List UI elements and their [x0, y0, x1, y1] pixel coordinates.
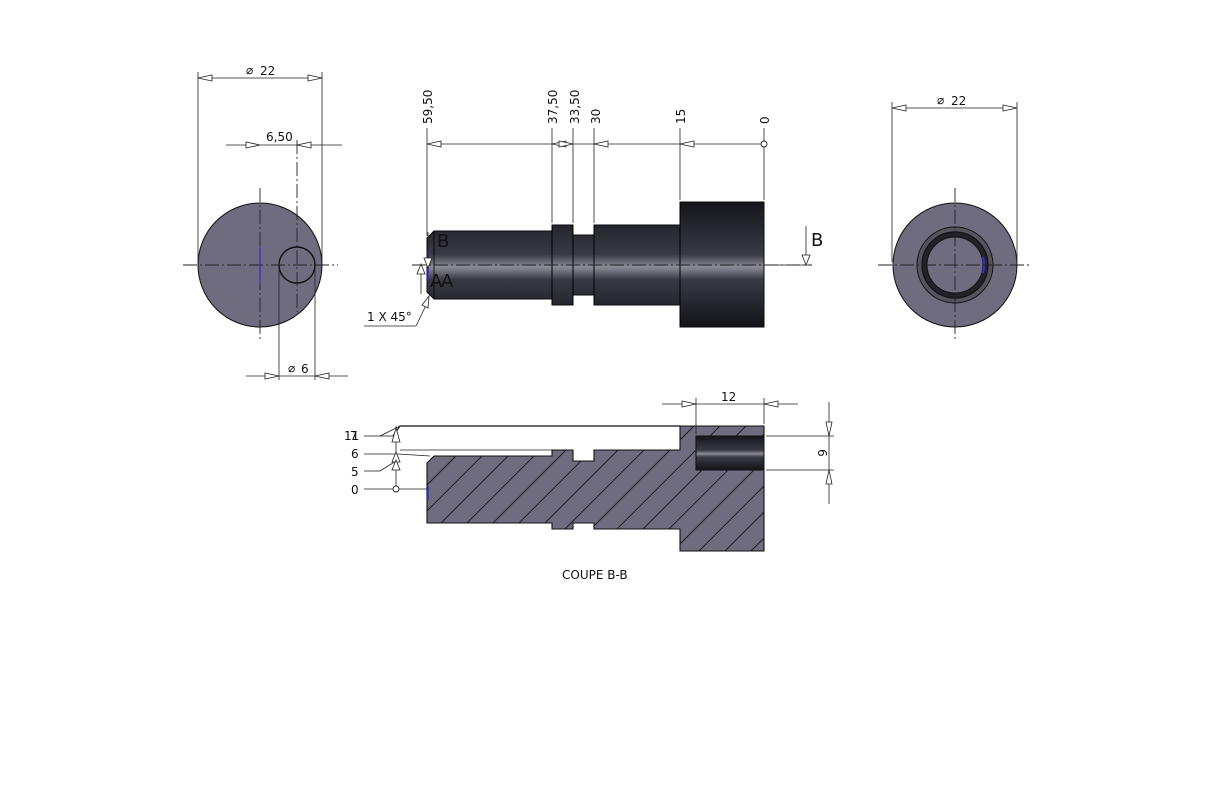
section-label-right: B [811, 230, 823, 251]
left-view: ⌀ 22 6,50 ⌀ 6 [183, 63, 348, 380]
datum-label-1: A [430, 271, 443, 292]
front-view: 59,50 37,50 33,50 30 15 0 B B A A 1 X 45… [364, 90, 823, 328]
right-dia-symbol: ⌀ [937, 93, 944, 107]
hatch-line [794, 420, 934, 560]
hatch-line [689, 426, 764, 551]
sec-ord-7: 7 [350, 429, 358, 443]
chamfer-callout: 1 X 45° [367, 310, 412, 324]
left-dia-symbol: ⌀ [246, 63, 253, 77]
section-label-left: B [437, 231, 449, 252]
section-view: 11 7 6 5 0 12 6 COUPE B-B [344, 390, 934, 582]
sec-bore-length-12: 12 [721, 390, 736, 404]
hatch-line [427, 426, 441, 551]
section-bore [695, 435, 765, 471]
right-dia-22: 22 [951, 94, 966, 108]
ord-15: 15 [674, 109, 688, 124]
ord-37-50: 37,50 [546, 90, 560, 124]
left-offset-6-50: 6,50 [266, 130, 293, 144]
left-hole-dia-symbol: ⌀ [288, 361, 295, 375]
shaft-body [426, 201, 765, 328]
section-title: COUPE B-B [562, 568, 628, 582]
right-view: ⌀ 22 [878, 93, 1032, 342]
sec-ord-0: 0 [351, 483, 359, 497]
sec-ord-6: 6 [351, 447, 359, 461]
left-dia-22: 22 [260, 64, 275, 78]
ord-59-50: 59,50 [421, 90, 435, 124]
sec-ord-11: 11 [344, 429, 359, 443]
hatch-line [715, 426, 764, 551]
ord-0: 0 [758, 116, 772, 124]
ord-30: 30 [589, 109, 603, 124]
hatch-line [768, 420, 908, 560]
hatch-line [663, 426, 764, 551]
sec-ord-5: 5 [351, 465, 359, 479]
datum-label-2: A [441, 271, 454, 292]
sec-bore-depth-6: 6 [815, 449, 829, 457]
ord-33-50: 33,50 [568, 90, 582, 124]
left-hole-dia-6: 6 [301, 362, 309, 376]
